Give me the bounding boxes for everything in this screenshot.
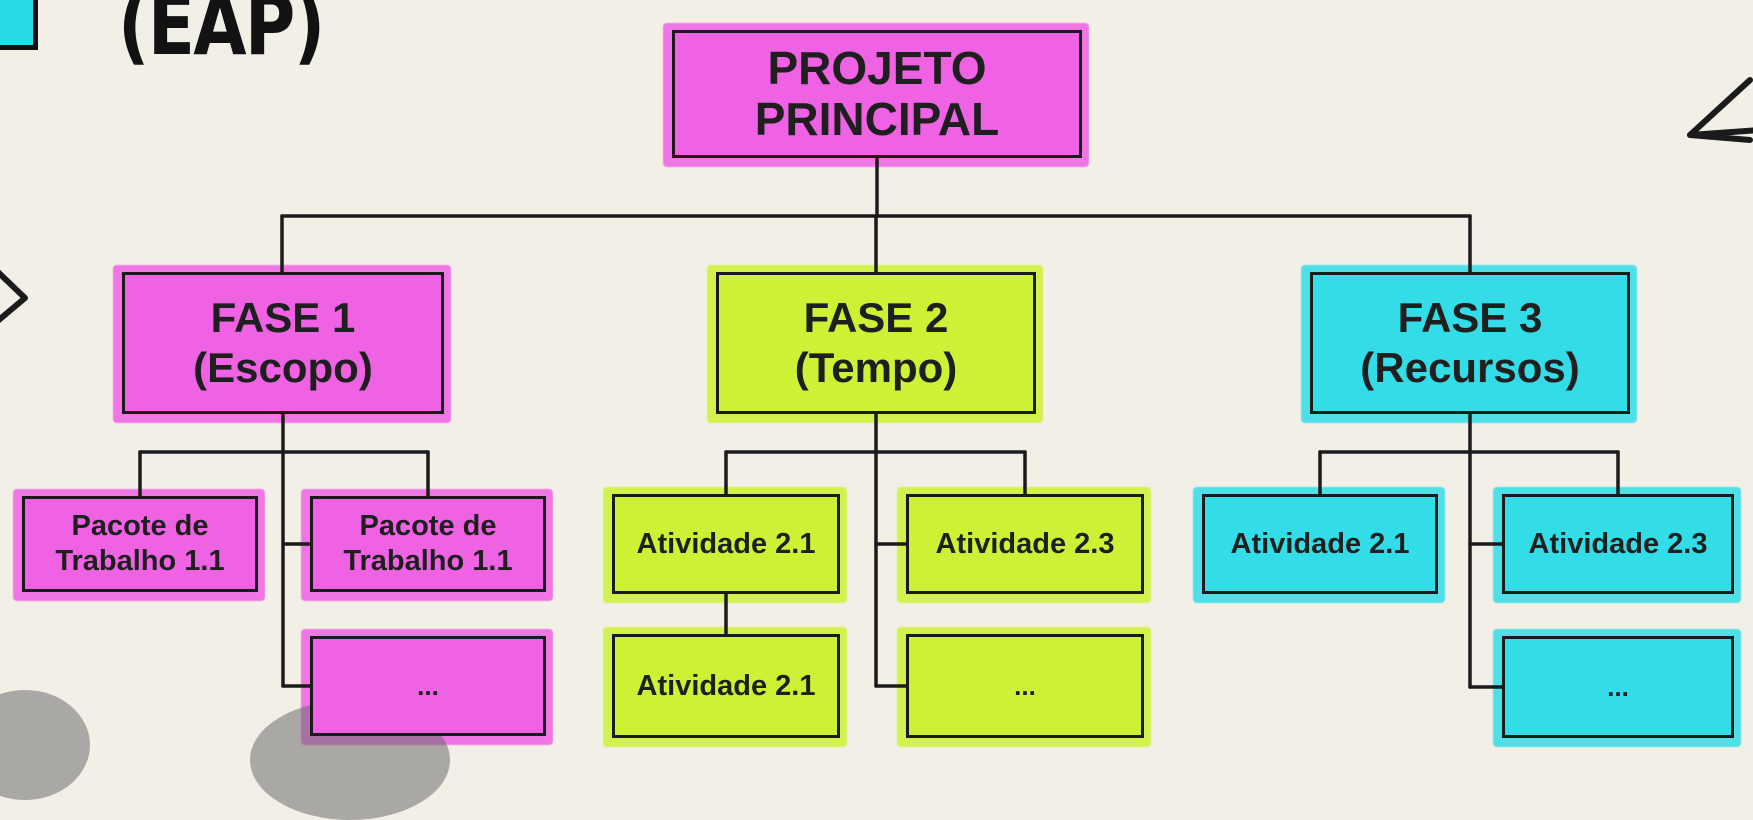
placeholder-node-label-line: ... (1014, 670, 1036, 701)
diagram-title: (EAP) (118, 0, 325, 74)
leaf-node-label-line: Atividade 2.1 (1230, 527, 1410, 560)
leaf-node-label-line: Trabalho 1.1 (55, 545, 225, 577)
phase-1-node-label-line: FASE 1 (210, 294, 356, 342)
placeholder-node-label-line: ... (417, 670, 439, 701)
leaf-node: Atividade 2.1 (1202, 494, 1438, 594)
leaf-node: Atividade 2.1 (612, 634, 840, 738)
leaf-node-label-line: Atividade 2.3 (1528, 527, 1708, 560)
placeholder-node: ... (906, 634, 1144, 738)
placeholder-node: ... (310, 636, 546, 736)
arrow-right-icon (1687, 77, 1753, 143)
phase-3-node-label-line: FASE 3 (1397, 294, 1543, 342)
cyan-square-icon (0, 0, 38, 50)
root-node-label-line: PROJETO (767, 42, 987, 95)
root-node-label-line: PRINCIPAL (754, 93, 1000, 145)
phase-3-node-label-line: (Recursos) (1360, 344, 1580, 391)
phase-2-node-label-line: FASE 2 (803, 294, 949, 342)
placeholder-node: ... (1502, 636, 1734, 738)
phase-3-node: FASE 3(Recursos) (1310, 272, 1630, 414)
leaf-node: Atividade 2.3 (1502, 494, 1734, 594)
phase-2-node-label-line: (Tempo) (794, 344, 958, 391)
phase-1-node-label-line: (Escopo) (193, 344, 373, 391)
leaf-node-label-line: Atividade 2.1 (636, 527, 816, 560)
placeholder-node-label-line: ... (1607, 671, 1629, 702)
leaf-node-label-line: Pacote de (359, 510, 497, 543)
leaf-node-label-line: Atividade 2.1 (636, 669, 816, 702)
arrow-left-icon (0, 269, 28, 323)
phase-2-node: FASE 2(Tempo) (716, 272, 1036, 414)
leaf-node-label-line: Pacote de (71, 510, 209, 543)
leaf-node-label-line: Atividade 2.3 (935, 527, 1115, 560)
leaf-node: Atividade 2.3 (906, 494, 1144, 594)
leaf-node-label-line: Trabalho 1.1 (343, 545, 513, 577)
leaf-node: Atividade 2.1 (612, 494, 840, 594)
phase-1-node: FASE 1(Escopo) (122, 272, 444, 414)
connector-lines (138, 156, 1620, 689)
